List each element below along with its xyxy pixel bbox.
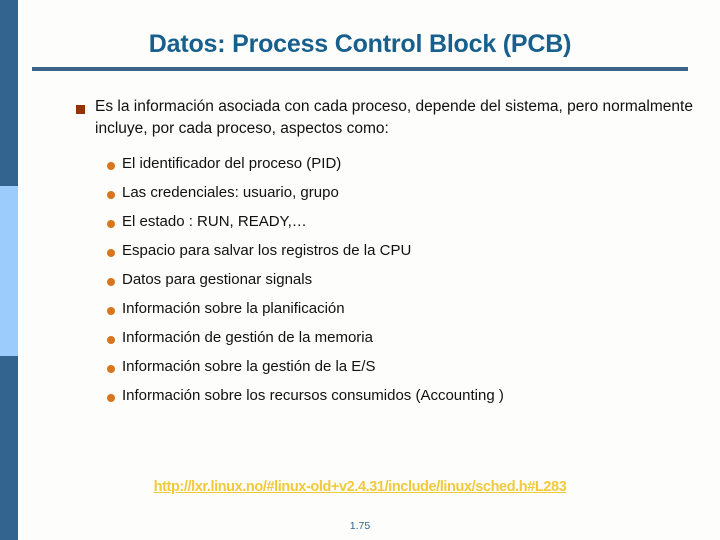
list-item-label: Información de gestión de la memoria xyxy=(122,329,373,346)
list-item: Información de gestión de la memoria xyxy=(0,328,720,357)
list-item: Información sobre la planificación xyxy=(0,299,720,328)
page-number: 1.75 xyxy=(349,520,371,532)
list-item: El estado : RUN, READY,… xyxy=(0,212,720,241)
disc-bullet-icon xyxy=(107,191,115,199)
list-item-label: Información sobre los recursos consumido… xyxy=(122,387,504,404)
list-item-level1: Es la información asociada con cada proc… xyxy=(0,96,720,140)
decorative-sidebar xyxy=(0,0,18,540)
slide-title: Datos: Process Control Block (PCB) xyxy=(148,30,572,58)
sidebar-segment-top xyxy=(0,0,18,186)
list-item: Información sobre los recursos consumido… xyxy=(0,386,720,415)
disc-bullet-icon xyxy=(107,365,115,373)
title-underline-rule xyxy=(32,67,688,71)
sidebar-segment-middle xyxy=(0,186,18,356)
square-bullet-icon xyxy=(76,105,85,114)
sidebar-segment-bottom xyxy=(0,356,18,540)
disc-bullet-icon xyxy=(107,307,115,315)
disc-bullet-icon xyxy=(107,249,115,257)
list-item-label: Información sobre la gestión de la E/S xyxy=(122,358,376,375)
list-item-label: Las credenciales: usuario, grupo xyxy=(122,184,339,201)
disc-bullet-icon xyxy=(107,162,115,170)
list-item: El identificador del proceso (PID) xyxy=(0,154,720,183)
list-item: Las credenciales: usuario, grupo xyxy=(0,183,720,212)
list-item: Espacio para salvar los registros de la … xyxy=(0,241,720,270)
disc-bullet-icon xyxy=(107,336,115,344)
disc-bullet-icon xyxy=(107,394,115,402)
slide-body: Es la información asociada con cada proc… xyxy=(0,96,720,415)
list-item: Datos para gestionar signals xyxy=(0,270,720,299)
disc-bullet-icon xyxy=(107,220,115,228)
list-item-label: Espacio para salvar los registros de la … xyxy=(122,242,412,259)
list-item-level1-label: Es la información asociada con cada proc… xyxy=(95,98,693,137)
list-item-label: Información sobre la planificación xyxy=(122,300,345,317)
list-item-label: Datos para gestionar signals xyxy=(122,271,313,288)
disc-bullet-icon xyxy=(107,278,115,286)
list-item: Información sobre la gestión de la E/S xyxy=(0,357,720,386)
list-item-label: El identificador del proceso (PID) xyxy=(122,155,342,172)
source-url-link[interactable]: http://lxr.linux.no/#linux-old+v2.4.31/i… xyxy=(153,479,567,495)
list-item-label: El estado : RUN, READY,… xyxy=(122,213,307,230)
